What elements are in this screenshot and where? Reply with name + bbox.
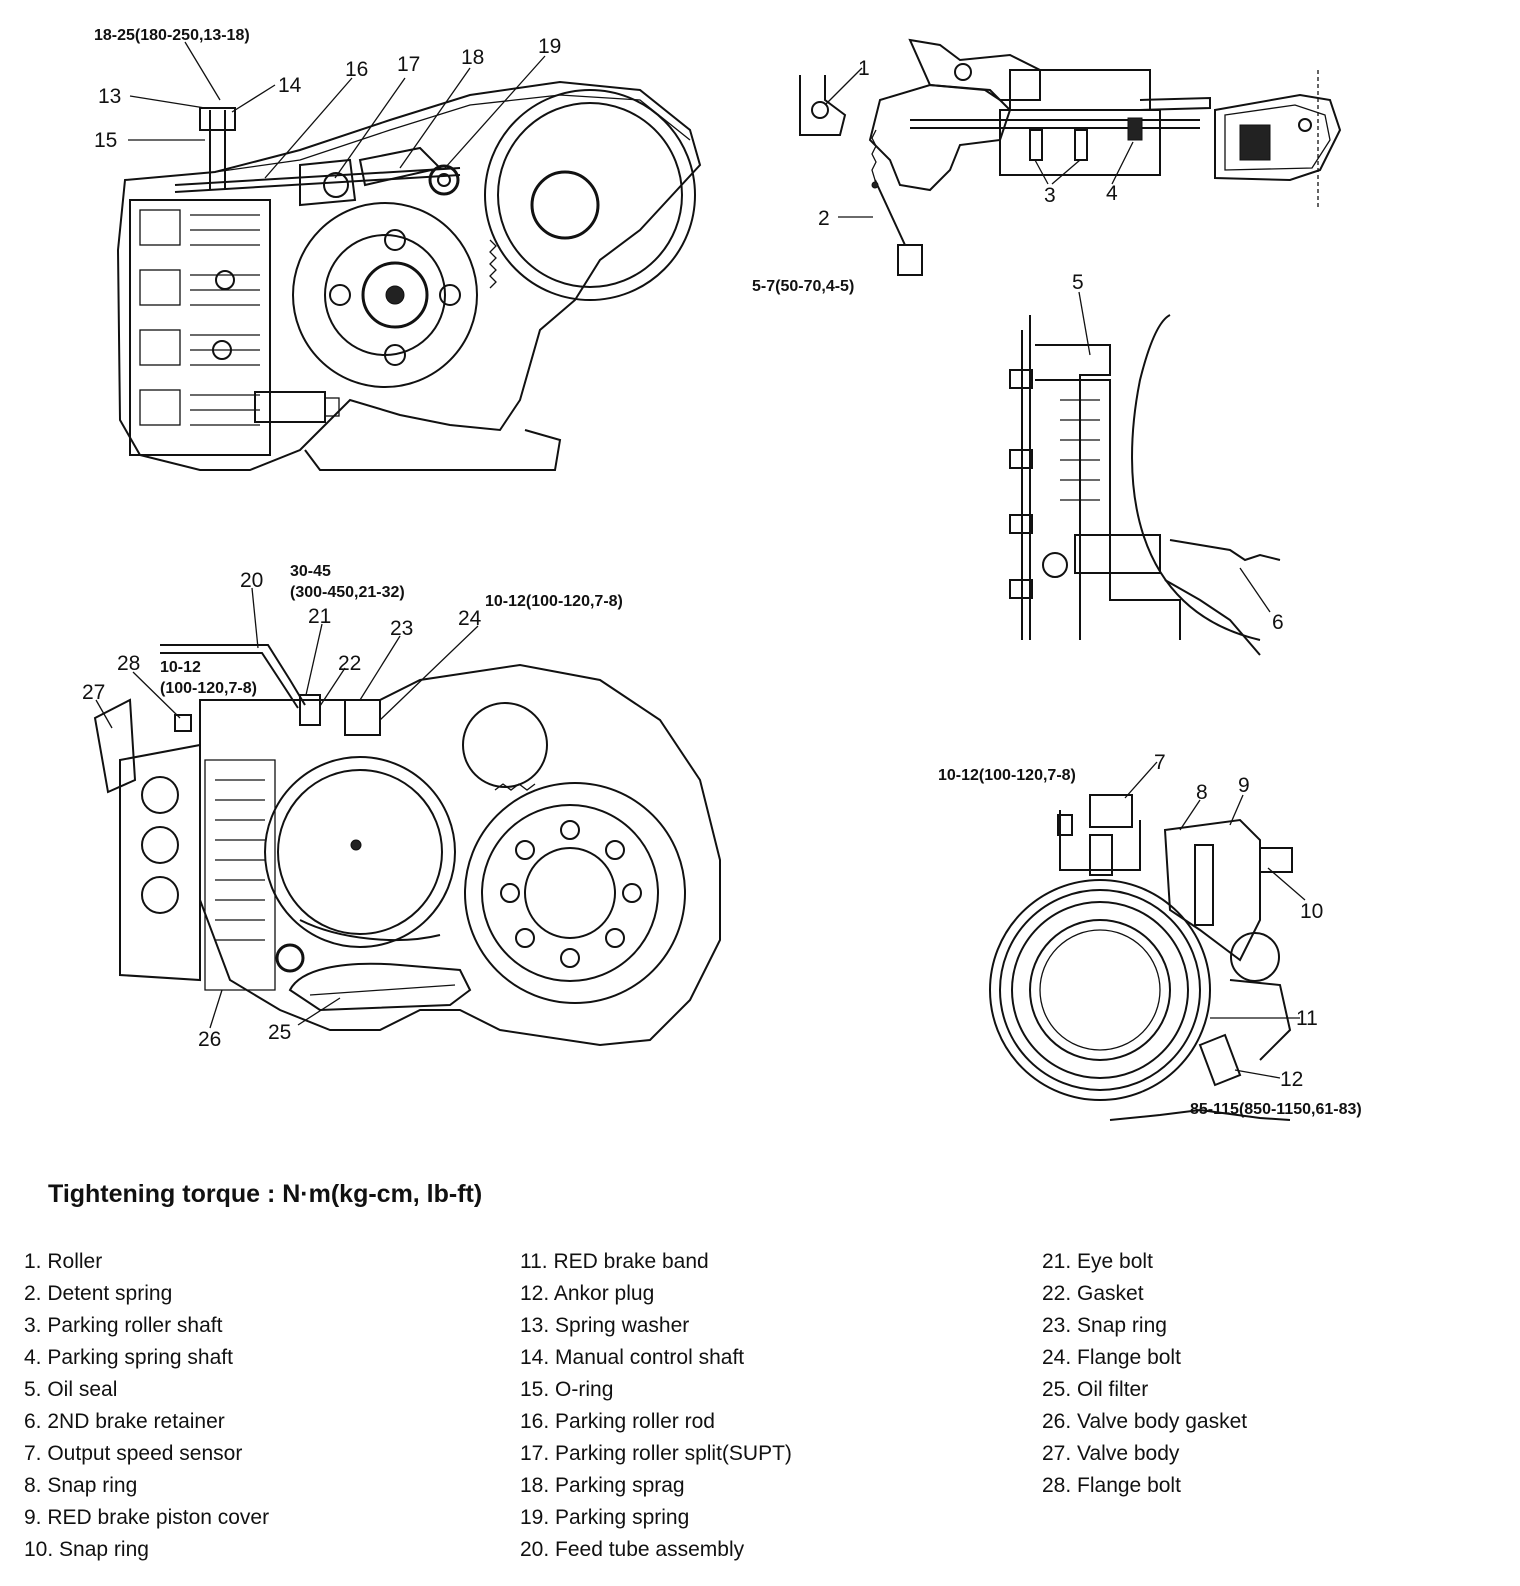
legend-item: 24. Flange bolt xyxy=(1042,1346,1181,1369)
legend-item: 3. Parking roller shaft xyxy=(24,1314,223,1337)
legend-item: 20. Feed tube assembly xyxy=(520,1538,745,1561)
callout-12: 12 xyxy=(1280,1068,1303,1091)
callout-2: 2 xyxy=(818,207,830,230)
callout-18: 18 xyxy=(461,46,484,69)
torque-labels: 18-25(180-250,13-18) 5-7(50-70,4-5) 30-4… xyxy=(94,27,1362,1118)
legend-item: 6. 2ND brake retainer xyxy=(24,1410,225,1433)
legend-item: 26. Valve body gasket xyxy=(1042,1410,1248,1433)
legend-item: 9. RED brake piston cover xyxy=(24,1506,270,1529)
legend-column-3: 21. Eye bolt 22. Gasket 23. Snap ring 24… xyxy=(1042,1246,1247,1502)
callout-11: 11 xyxy=(1296,1007,1318,1030)
legend-item: 8. Snap ring xyxy=(24,1474,138,1497)
torque-12: 85-115(850-1150,61-83) xyxy=(1190,1101,1362,1118)
callout-22: 22 xyxy=(338,652,361,675)
legend-column-2: 11. RED brake band 12. Ankor plug 13. Sp… xyxy=(520,1246,792,1566)
torque-24: 10-12(100-120,7-8) xyxy=(485,593,623,610)
torque-21-line1: 30-45 xyxy=(290,563,331,580)
callout-10: 10 xyxy=(1300,900,1323,923)
torque-2: 5-7(50-70,4-5) xyxy=(752,278,854,295)
legend-item: 12. Ankor plug xyxy=(520,1282,655,1305)
callout-20: 20 xyxy=(240,569,263,592)
torque-28-line1: 10-12 xyxy=(160,659,201,676)
torque-13-14: 18-25(180-250,13-18) xyxy=(94,27,250,44)
legend-item: 28. Flange bolt xyxy=(1042,1474,1181,1497)
legend-item: 10. Snap ring xyxy=(24,1538,149,1561)
legend-item: 7. Output speed sensor xyxy=(24,1442,243,1465)
legend-item: 15. O-ring xyxy=(520,1378,614,1401)
legend-item: 14. Manual control shaft xyxy=(520,1346,745,1369)
callout-24: 24 xyxy=(458,607,482,630)
callout-labels: 1 2 3 4 5 6 7 8 9 10 11 12 13 14 15 16 1… xyxy=(82,35,1323,1091)
callout-25: 25 xyxy=(268,1021,291,1044)
callout-8: 8 xyxy=(1196,781,1208,804)
callout-27: 27 xyxy=(82,681,105,704)
legend-item: 11. RED brake band xyxy=(520,1250,709,1273)
legend-item: 2. Detent spring xyxy=(24,1282,173,1305)
callout-5: 5 xyxy=(1072,271,1084,294)
callout-3: 3 xyxy=(1044,184,1056,207)
legend-item: 25. Oil filter xyxy=(1042,1378,1149,1401)
callout-21: 21 xyxy=(308,605,331,628)
callout-28: 28 xyxy=(117,652,140,675)
view-d-valve-body-filter xyxy=(93,644,721,1047)
callout-17: 17 xyxy=(397,53,420,76)
callout-9: 9 xyxy=(1238,774,1250,797)
legend-item: 16. Parking roller rod xyxy=(520,1410,715,1433)
legend-item: 13. Spring washer xyxy=(520,1314,690,1337)
torque-28-line2: (100-120,7-8) xyxy=(160,680,257,697)
callout-16: 16 xyxy=(345,58,368,81)
legend-item: 5. Oil seal xyxy=(24,1378,118,1401)
callout-6: 6 xyxy=(1272,611,1284,634)
callout-26: 26 xyxy=(198,1028,221,1051)
torque-7: 10-12(100-120,7-8) xyxy=(938,767,1076,784)
legend-column-1: 1. Roller 2. Detent spring 3. Parking ro… xyxy=(24,1246,269,1566)
legend-item: 21. Eye bolt xyxy=(1042,1250,1153,1273)
callout-23: 23 xyxy=(390,617,413,640)
legend-item: 22. Gasket xyxy=(1042,1282,1144,1305)
callout-4: 4 xyxy=(1106,182,1118,205)
callout-19: 19 xyxy=(538,35,561,58)
view-a-parking-mechanism xyxy=(116,80,702,471)
legend-item: 4. Parking spring shaft xyxy=(24,1346,233,1369)
legend-item: 17. Parking roller split(SUPT) xyxy=(520,1442,792,1465)
legend-item: 18. Parking sprag xyxy=(520,1474,685,1497)
torque-heading: Tightening torque : N·m(kg-cm, lb-ft) xyxy=(48,1180,483,1208)
callout-1: 1 xyxy=(858,57,870,80)
torque-21-line2: (300-450,21-32) xyxy=(290,584,405,601)
legend-item: 1. Roller xyxy=(24,1250,103,1273)
callout-14: 14 xyxy=(278,74,302,97)
leader-lines xyxy=(95,41,1306,1079)
view-e-brake-band xyxy=(989,794,1293,1121)
view-b-detent-assembly xyxy=(799,38,1342,276)
callout-15: 15 xyxy=(94,129,117,152)
view-c-oil-seal-retainer xyxy=(1009,314,1281,656)
legend-item: 19. Parking spring xyxy=(520,1506,690,1529)
callout-7: 7 xyxy=(1154,751,1166,774)
legend-item: 23. Snap ring xyxy=(1042,1314,1167,1337)
legend-item: 27. Valve body xyxy=(1042,1442,1180,1465)
callout-13: 13 xyxy=(98,85,121,108)
